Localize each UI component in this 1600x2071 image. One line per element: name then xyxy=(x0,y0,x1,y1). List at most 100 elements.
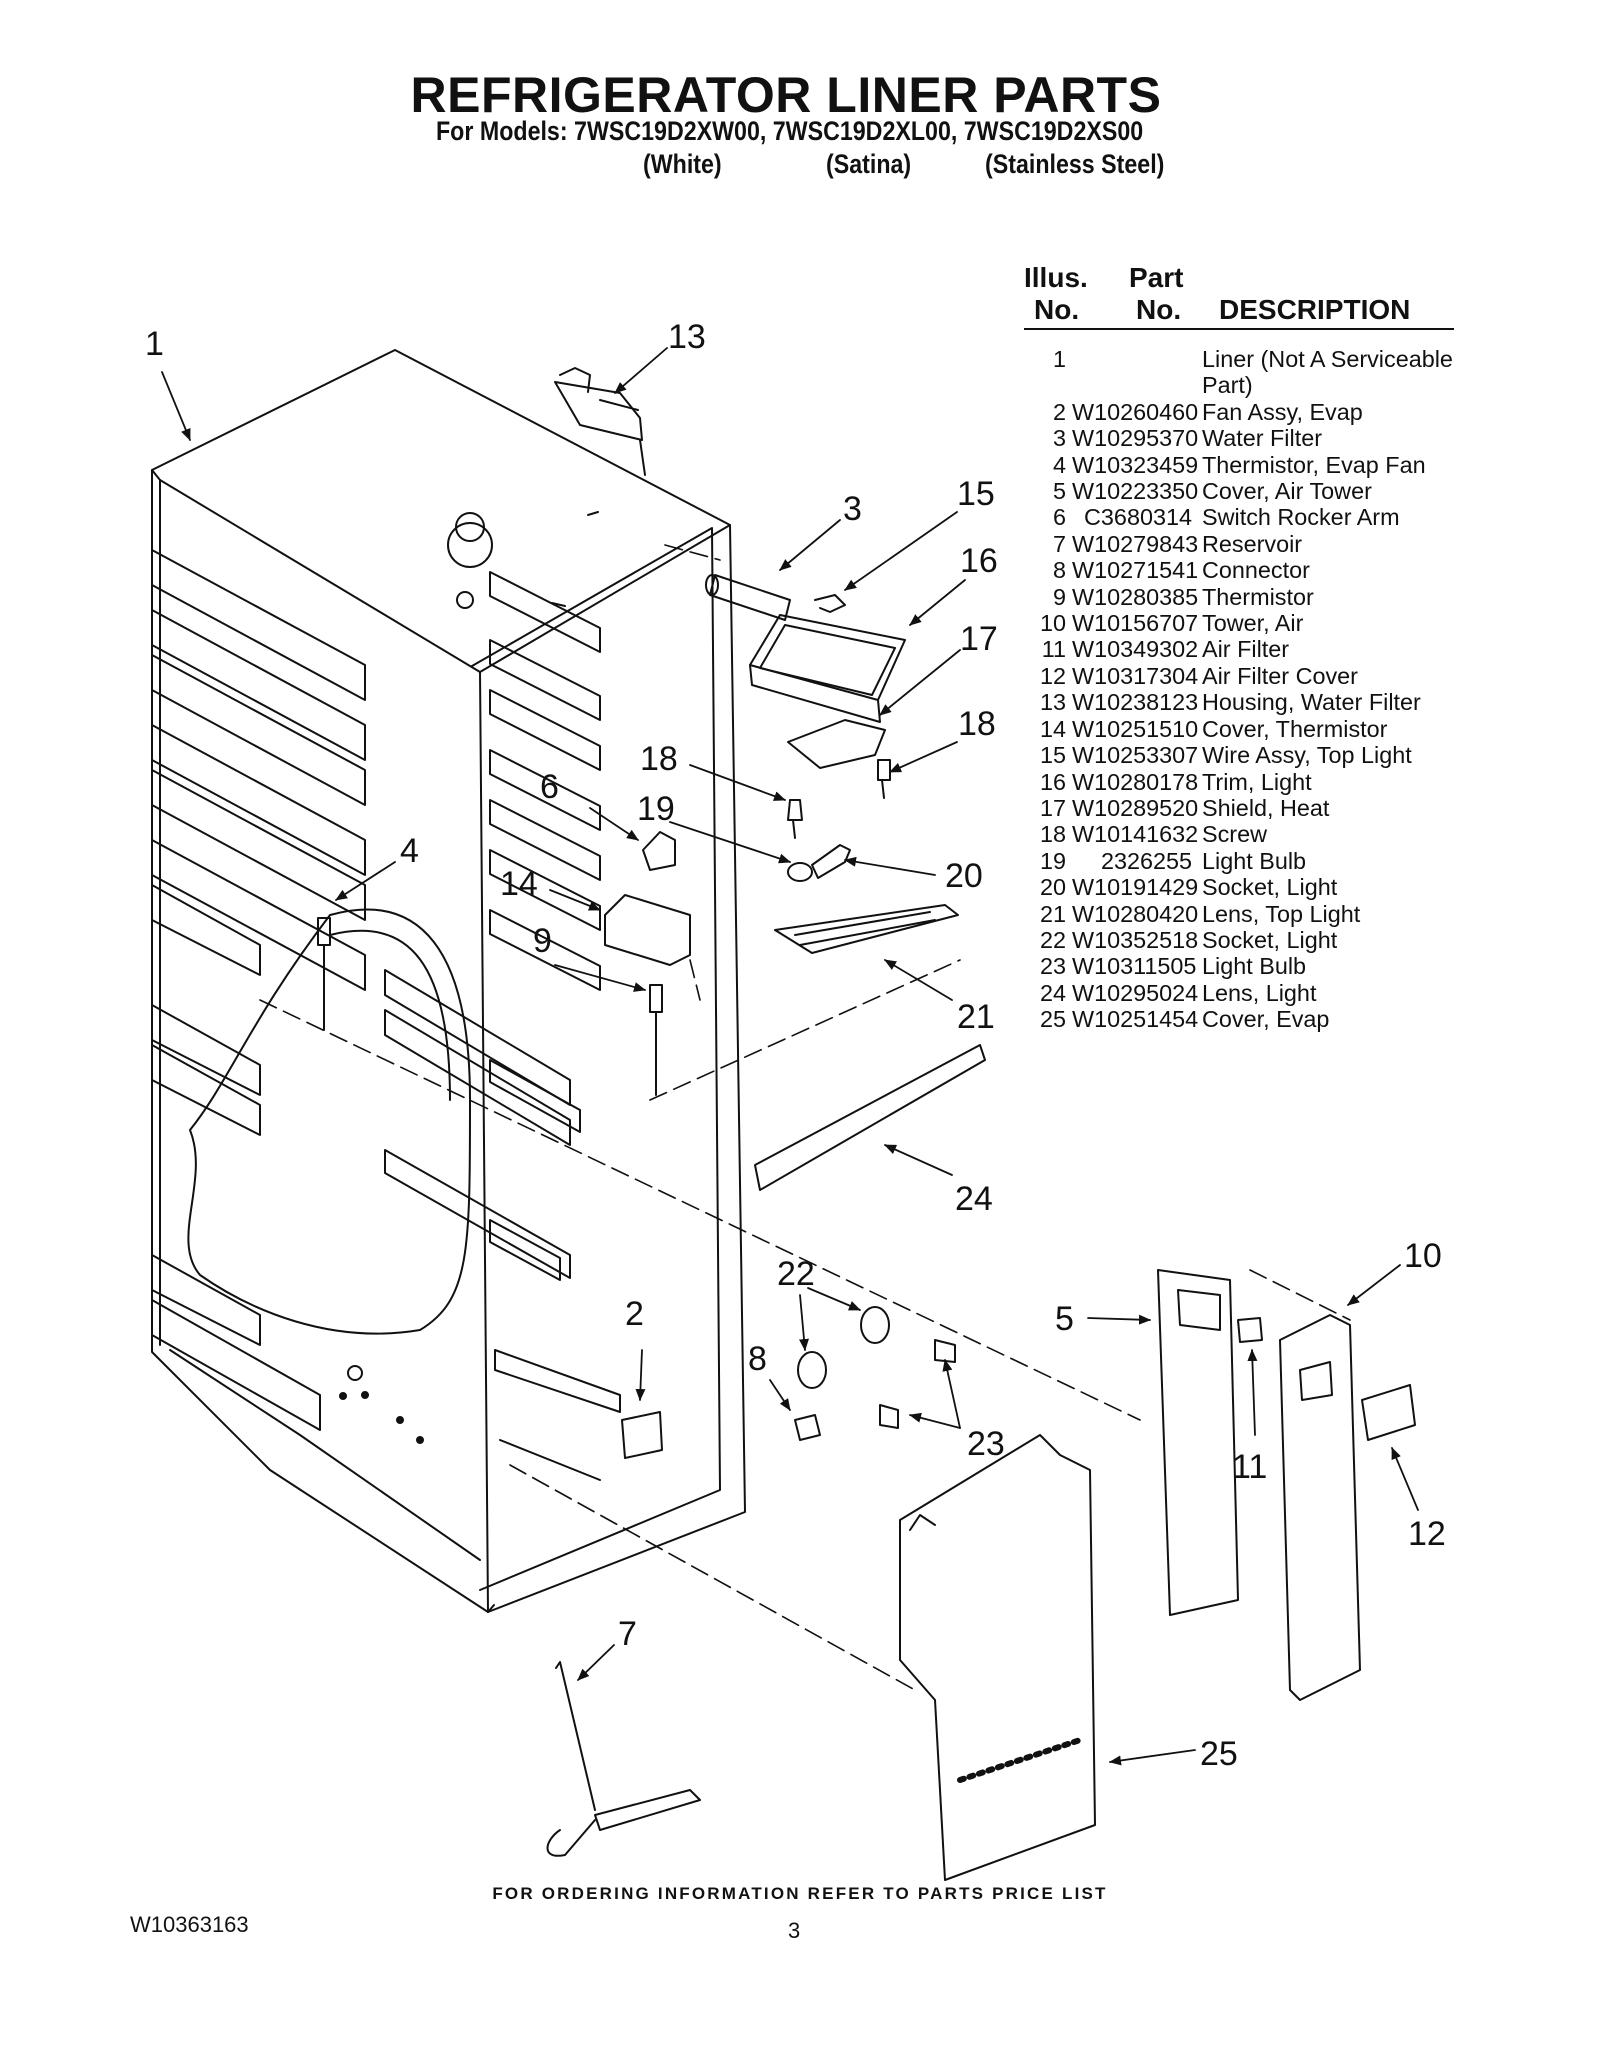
heat-shield xyxy=(787,719,886,769)
description: Thermistor xyxy=(1202,583,1314,610)
description: Thermistor, Evap Fan xyxy=(1202,451,1426,478)
description: Switch Rocker Arm xyxy=(1202,504,1400,531)
illus-no: 4 xyxy=(1052,451,1066,478)
callout-16: 16 xyxy=(960,542,998,580)
part-no: W10295024 xyxy=(1072,979,1199,1006)
callout-23: 23 xyxy=(967,1425,1005,1463)
callout-15: 15 xyxy=(957,475,995,513)
description: Reservoir xyxy=(1202,530,1303,557)
illus-no: 5 xyxy=(1052,478,1066,505)
callout-14: 14 xyxy=(500,865,538,903)
air-tower-cover xyxy=(1157,1269,1239,1616)
callout-5: 5 xyxy=(1055,1300,1074,1338)
part-no: W10349302 xyxy=(1072,636,1199,663)
page-title: REFRIGERATOR LINER PARTS xyxy=(410,67,1162,123)
finish-stainless: (Stainless Steel) xyxy=(985,149,1165,179)
callout-10: 10 xyxy=(1404,1237,1442,1275)
part-no: W10223350 xyxy=(1072,478,1199,505)
thermistor-cover xyxy=(604,894,691,966)
description: Light Bulb xyxy=(1202,953,1307,980)
top-light-bulb xyxy=(787,862,813,882)
callout-9: 9 xyxy=(533,922,552,960)
description: Socket, Light xyxy=(1202,874,1338,901)
air-filter xyxy=(1237,1317,1263,1343)
description: Screw xyxy=(1202,821,1267,848)
top-light-lens xyxy=(774,904,959,954)
description: Air Filter xyxy=(1202,636,1290,663)
illus-no: 14 xyxy=(1039,715,1066,742)
part-no: W10289520 xyxy=(1072,794,1199,821)
screw-left xyxy=(787,799,803,839)
description: Connector xyxy=(1202,557,1310,584)
light-trim xyxy=(749,614,906,723)
part-no: W10156707 xyxy=(1072,610,1199,637)
illus-no: 13 xyxy=(1039,689,1066,716)
callout-19: 19 xyxy=(637,790,675,828)
callout-24: 24 xyxy=(955,1180,993,1218)
water-filter-housing xyxy=(554,367,646,476)
description: Trim, Light xyxy=(1202,768,1312,795)
part-no: W10260460 xyxy=(1072,398,1199,425)
description: Tower, Air xyxy=(1202,610,1304,637)
air-tower xyxy=(1279,1314,1361,1701)
description: Housing, Water Filter xyxy=(1202,689,1421,716)
illus-no: 11 xyxy=(1041,636,1066,663)
top-light-socket xyxy=(811,844,851,879)
description: Lens, Top Light xyxy=(1202,900,1361,927)
header-description: DESCRIPTION xyxy=(1219,294,1411,325)
illus-no: 17 xyxy=(1039,794,1066,821)
description: Shield, Heat xyxy=(1202,794,1330,821)
part-no: W10280420 xyxy=(1072,900,1199,927)
description: Wire Assy, Top Light xyxy=(1202,742,1412,769)
description: Cover, Air Tower xyxy=(1202,478,1372,505)
illus-no: 22 xyxy=(1039,926,1066,953)
part-no: W10280385 xyxy=(1072,583,1199,610)
evap-fan xyxy=(621,1411,663,1459)
part-no: W10271541 xyxy=(1072,557,1199,584)
illus-no: 23 xyxy=(1039,953,1066,980)
finish-white: (White) xyxy=(643,149,722,179)
thermistor xyxy=(649,984,663,1096)
illus-no: 9 xyxy=(1052,583,1066,610)
liner-part xyxy=(151,349,746,1613)
part-no: W10295370 xyxy=(1072,425,1199,452)
callout-17: 17 xyxy=(960,620,998,658)
part-no: W10251510 xyxy=(1072,715,1199,742)
illus-no: 19 xyxy=(1039,847,1066,874)
illus-no: 21 xyxy=(1039,900,1066,927)
description: Fan Assy, Evap xyxy=(1202,398,1363,425)
header-illus-top: Illus. xyxy=(1024,262,1088,293)
evap-fan-thermistor xyxy=(317,917,331,1031)
description: Socket, Light xyxy=(1202,926,1338,953)
part-no: W10253307 xyxy=(1072,742,1199,769)
illus-no: 12 xyxy=(1039,662,1066,689)
part-no: W10251454 xyxy=(1072,1006,1199,1033)
document-number: W10363163 xyxy=(130,1912,249,1937)
illus-no: 2 xyxy=(1052,398,1066,425)
illus-no: 6 xyxy=(1052,504,1066,531)
description: Cover, Evap xyxy=(1202,1006,1330,1033)
illus-no: 15 xyxy=(1039,742,1066,769)
water-filter xyxy=(705,574,791,621)
callout-25: 25 xyxy=(1200,1735,1238,1773)
light-lens xyxy=(754,1044,986,1191)
ordering-note: FOR ORDERING INFORMATION REFER TO PARTS … xyxy=(492,1884,1108,1903)
callout-18a: 18 xyxy=(640,740,678,778)
illus-no: 7 xyxy=(1052,530,1066,557)
illus-no: 16 xyxy=(1039,768,1066,795)
